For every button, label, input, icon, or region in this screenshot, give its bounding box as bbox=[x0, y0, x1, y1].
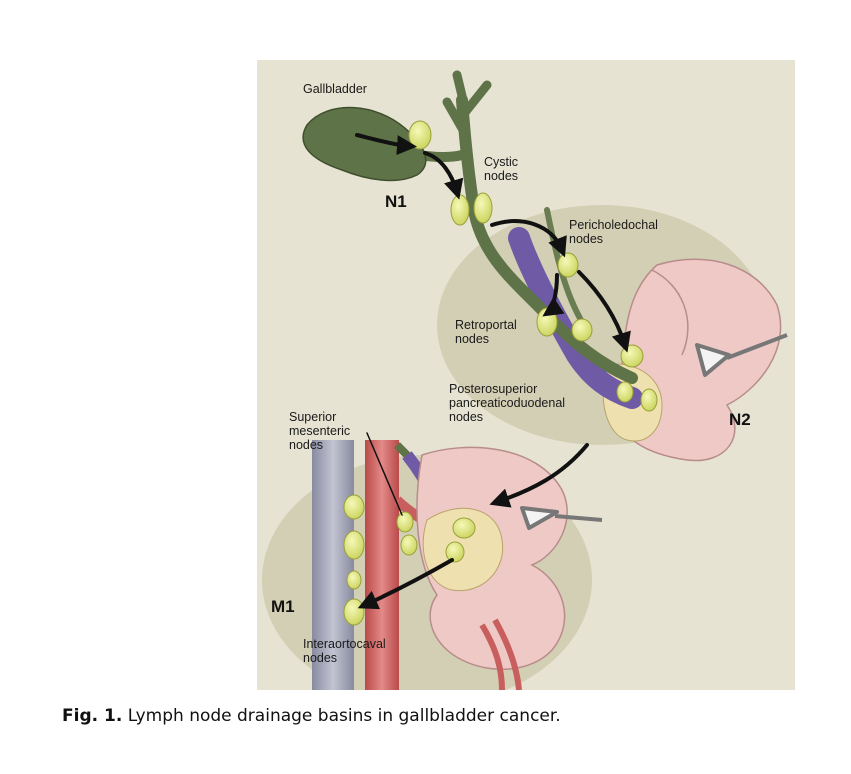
lymph-node bbox=[536, 307, 558, 337]
n2-lymph-nodes bbox=[536, 252, 658, 412]
lymph-node bbox=[343, 530, 365, 560]
vessel-lower-right bbox=[479, 618, 522, 690]
lymph-node bbox=[571, 318, 593, 342]
arrow-to-posterosuperior bbox=[577, 270, 631, 353]
arrow-cystic-down bbox=[423, 151, 464, 200]
arrow-to-retroportal bbox=[542, 273, 565, 317]
arrow-to-interaortocaval bbox=[357, 558, 454, 610]
lymph-node bbox=[616, 381, 634, 403]
inferior-vena-cava bbox=[312, 440, 354, 690]
arrow-gallbladder-to-cystic bbox=[355, 133, 417, 156]
figure-panel: Gallbladder Cystic nodes Pericholedochal… bbox=[257, 60, 795, 690]
lymph-node bbox=[445, 541, 465, 563]
retractor-lower bbox=[520, 506, 603, 530]
label-cystic-nodes: Cystic nodes bbox=[484, 155, 519, 183]
lymph-node bbox=[452, 517, 476, 539]
label-retroportal-nodes: Retroportal nodes bbox=[455, 318, 517, 346]
arrow-to-pericholedochal bbox=[490, 219, 567, 258]
cystic-lymph-nodes bbox=[408, 120, 493, 226]
pancreas-fold bbox=[651, 269, 689, 356]
station-n1: N1 bbox=[385, 192, 407, 211]
lymph-node bbox=[473, 192, 493, 224]
lymph-node bbox=[640, 388, 658, 412]
arrow-to-lower-panel bbox=[489, 443, 589, 508]
aorta bbox=[365, 440, 399, 690]
portal-vein bbox=[508, 227, 643, 409]
label-gallbladder: Gallbladder bbox=[303, 82, 367, 96]
lymph-node bbox=[450, 194, 470, 226]
caption-prefix: Fig. 1. bbox=[62, 706, 123, 726]
station-n2: N2 bbox=[729, 410, 751, 429]
gallbladder bbox=[302, 106, 427, 182]
lymph-node bbox=[557, 252, 579, 278]
lymph-node bbox=[400, 534, 418, 556]
lymph-node bbox=[343, 494, 365, 520]
station-m1: M1 bbox=[271, 597, 295, 616]
figure-caption: Fig. 1. Lymph node drainage basins in ga… bbox=[62, 706, 561, 726]
drainage-arrows bbox=[355, 133, 631, 610]
retractor-upper bbox=[695, 333, 788, 377]
hepatic-duct-branch bbox=[442, 70, 492, 135]
label-interaortocaval-nodes: Interaortocaval nodes bbox=[303, 637, 386, 665]
label-posterosuperior-nodes: Posterosuperior pancreaticoduodenal node… bbox=[449, 382, 566, 424]
leader-superior-mesenteric bbox=[366, 432, 403, 516]
lymph-node bbox=[396, 511, 414, 533]
anatomy-illustration bbox=[262, 70, 788, 690]
lymph-node bbox=[408, 120, 432, 150]
lymph-node bbox=[343, 598, 365, 626]
lymph-node bbox=[620, 344, 644, 368]
common-bile-duct bbox=[456, 94, 638, 384]
label-superior-mesenteric-nodes: Superior mesenteric nodes bbox=[289, 410, 351, 452]
caption-text: Lymph node drainage basins in gallbladde… bbox=[127, 706, 561, 726]
label-pericholedochal-nodes: Pericholedochal nodes bbox=[569, 218, 658, 246]
lymph-node bbox=[346, 570, 362, 590]
